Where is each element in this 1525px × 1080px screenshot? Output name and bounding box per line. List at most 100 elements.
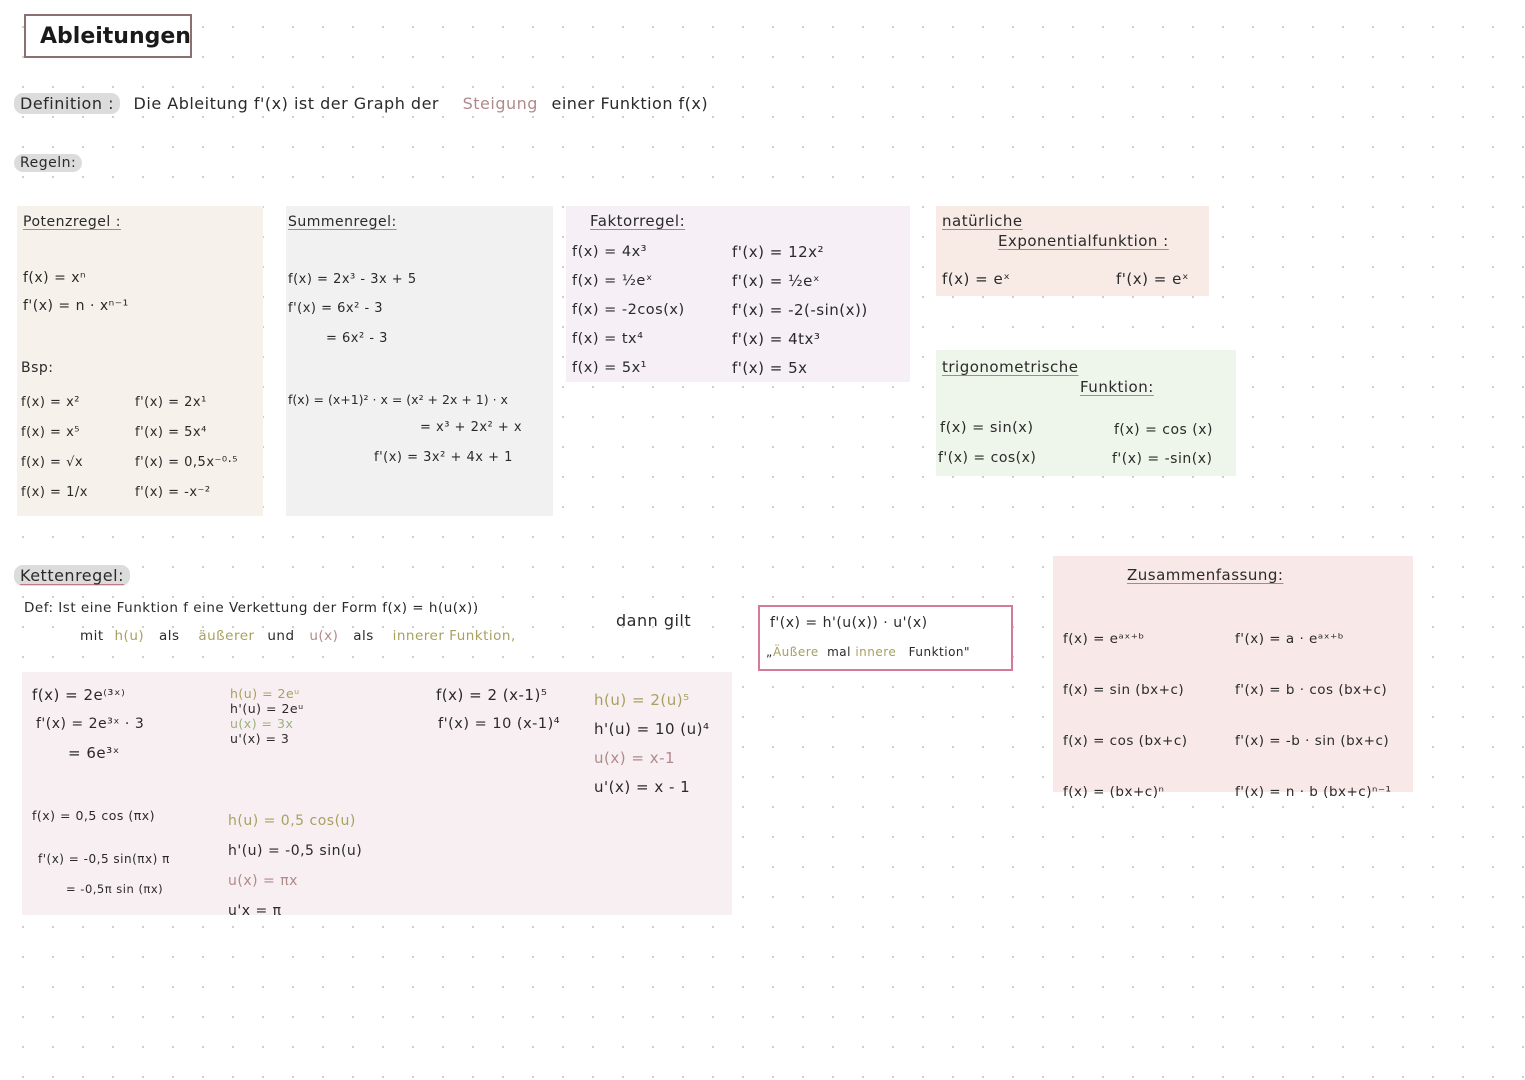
regeln-label-wrap: Regeln: xyxy=(14,154,83,172)
faktor-d: f'(x) = ½eˣ xyxy=(732,272,821,290)
zusammenfassung-box: Zusammenfassung: f(x) = eᵃˣ⁺ᵇ f(x) = sin… xyxy=(1053,556,1413,800)
potenz-rule-f: f(x) = xⁿ xyxy=(23,270,87,286)
faktor-f: f(x) = tx⁴ xyxy=(572,331,644,347)
kette-quote-mal: mal xyxy=(827,645,851,659)
potenz-example-f: f(x) = x² xyxy=(21,395,80,410)
summe-line: f'(x) = 3x² + 4x + 1 xyxy=(374,450,513,465)
exponential-box: natürliche Exponentialfunktion : f(x) = … xyxy=(936,206,1209,296)
ex1-h: h(u) = 2eᵘ xyxy=(230,686,300,701)
trig-heading2: Funktion: xyxy=(1080,378,1154,396)
trig-d2: f'(x) = -sin(x) xyxy=(1112,451,1213,467)
summenregel-heading: Summenregel: xyxy=(288,214,397,230)
zusammen-f: f(x) = cos (bx+c) xyxy=(1063,733,1188,749)
potenz-bsp-label: Bsp: xyxy=(21,360,54,376)
trig-box: trigonometrische Funktion: f(x) = sin(x)… xyxy=(936,350,1236,476)
faktor-f: f(x) = ½eˣ xyxy=(572,273,653,289)
faktor-d: f'(x) = 4tx³ xyxy=(732,330,821,348)
kette-def-line2: mit h(u) als äußerer und u(x) als innere… xyxy=(80,628,516,644)
ex3-f: f(x) = 0,5 cos (πx) xyxy=(32,808,156,823)
potenz-rule-d: f'(x) = n · xⁿ⁻¹ xyxy=(23,298,129,314)
kette-formula-frame: f'(x) = h'(u(x)) · u'(x) „Äußere mal inn… xyxy=(758,605,1013,671)
ex1-helpers: h(u) = 2eᵘ h'(u) = 2eᵘ u(x) = 3x u'(x) =… xyxy=(230,686,304,746)
kettenregel-heading-wrap: Kettenregel: xyxy=(14,565,130,586)
definition-text-b: einer Funktion f(x) xyxy=(551,94,709,113)
title-box: Ableitungen xyxy=(24,14,192,58)
page-title: Ableitungen xyxy=(40,24,191,49)
definition-line: Definition : Die Ableitung f'(x) ist der… xyxy=(14,93,709,114)
zusammen-d: f'(x) = a · eᵃˣ⁺ᵇ xyxy=(1235,631,1345,647)
kette-quote-aeussere: Äußere xyxy=(772,645,819,659)
ex2-h: h(u) = 2(u)⁵ xyxy=(594,691,690,709)
ex1-hd: h'(u) = 2eᵘ xyxy=(230,701,304,716)
kette-def-als1: als xyxy=(158,628,180,644)
exp-heading2: Exponentialfunktion : xyxy=(998,232,1169,250)
potenz-example-f: f(x) = x⁵ xyxy=(21,425,80,440)
kettenregel-heading: Kettenregel: xyxy=(14,565,130,586)
potenz-examples-f: f(x) = x² f(x) = x⁵ f(x) = √x f(x) = 1/x xyxy=(21,388,88,508)
kette-def-line1: Def: Ist eine Funktion f eine Verkettung… xyxy=(24,600,479,616)
ex3-helpers: h(u) = 0,5 cos(u) h'(u) = -0,5 sin(u) u(… xyxy=(228,806,362,926)
potenz-example-d: f'(x) = 0,5x⁻⁰·⁵ xyxy=(135,455,238,470)
ex1-d: f'(x) = 2e³ˣ · 3 xyxy=(36,716,145,732)
faktor-f-column: f(x) = 4x³ f(x) = ½eˣ f(x) = -2cos(x) f(… xyxy=(572,238,685,383)
ex3-ud: u'x = π xyxy=(228,903,282,919)
faktor-d: f'(x) = 5x xyxy=(732,359,808,377)
faktor-d-column: f'(x) = 12x² f'(x) = ½eˣ f'(x) = -2(-sin… xyxy=(732,238,868,383)
kette-def-als2: als xyxy=(353,628,374,644)
ex3-hd: h'(u) = -0,5 sin(u) xyxy=(228,843,363,859)
kette-def-aeusserer: äußerer xyxy=(198,628,255,644)
ex2-helpers: h(u) = 2(u)⁵ h'(u) = 10 (u)⁴ u(x) = x-1 … xyxy=(594,686,710,802)
trig-f1: f(x) = sin(x) xyxy=(940,420,1034,436)
potenzregel-heading: Potenzregel : xyxy=(23,214,121,230)
definition-label: Definition : xyxy=(14,93,120,114)
kette-def-mit: mit xyxy=(80,628,104,644)
definition-highlight: Steigung xyxy=(462,94,538,113)
ex3-u: u(x) = πx xyxy=(228,873,298,889)
potenzregel-box: Potenzregel : f(x) = xⁿ f'(x) = n · xⁿ⁻¹… xyxy=(17,206,263,516)
faktorregel-heading: Faktorregel: xyxy=(590,212,686,230)
faktor-f: f(x) = 5x¹ xyxy=(572,360,647,376)
potenz-example-d: f'(x) = 5x⁴ xyxy=(135,425,207,440)
zusammen-heading: Zusammenfassung: xyxy=(1127,566,1284,584)
exp-d: f'(x) = eˣ xyxy=(1116,270,1189,288)
zusammen-d-column: f'(x) = a · eᵃˣ⁺ᵇ f'(x) = b · cos (bx+c)… xyxy=(1235,614,1391,818)
kette-def-hu: h(u) xyxy=(114,628,145,644)
ex3-r: = -0,5π sin (πx) xyxy=(66,882,164,896)
exp-heading1: natürliche xyxy=(942,212,1023,230)
zusammen-d: f'(x) = n · b (bx+c)ⁿ⁻¹ xyxy=(1235,784,1392,800)
summe-line: f(x) = 2x³ - 3x + 5 xyxy=(288,272,417,287)
definition-text-a: Die Ableitung f'(x) ist der Graph der xyxy=(133,94,439,113)
ex3-h: h(u) = 0,5 cos(u) xyxy=(228,813,356,829)
ex2-ud: u'(x) = x - 1 xyxy=(594,778,691,796)
ex1-r: = 6e³ˣ xyxy=(68,744,120,762)
kette-quote-innere: innere xyxy=(855,645,897,659)
potenz-example-d: f'(x) = 2x¹ xyxy=(135,395,207,410)
regeln-label: Regeln: xyxy=(14,154,83,172)
summenregel-box: Summenregel: f(x) = 2x³ - 3x + 5 f'(x) =… xyxy=(286,206,553,516)
ex1-ud: u'(x) = 3 xyxy=(230,731,290,746)
zusammen-f: f(x) = (bx+c)ⁿ xyxy=(1063,784,1165,800)
kette-def-und: und xyxy=(267,628,295,644)
potenz-examples-d: f'(x) = 2x¹ f'(x) = 5x⁴ f'(x) = 0,5x⁻⁰·⁵… xyxy=(135,388,238,508)
faktor-f: f(x) = -2cos(x) xyxy=(572,302,685,318)
summe-line: f'(x) = 6x² - 3 xyxy=(288,301,384,316)
summe-line: = 6x² - 3 xyxy=(326,331,388,346)
zusammen-f: f(x) = sin (bx+c) xyxy=(1063,682,1185,698)
exp-f: f(x) = eˣ xyxy=(942,270,1011,288)
zusammen-d: f'(x) = b · cos (bx+c) xyxy=(1235,682,1388,698)
ex2-u: u(x) = x-1 xyxy=(594,749,676,767)
faktor-d: f'(x) = 12x² xyxy=(732,243,825,261)
kette-quote-funktion: Funktion" xyxy=(908,645,971,659)
summe-line: = x³ + 2x² + x xyxy=(420,420,523,435)
zusammen-f-column: f(x) = eᵃˣ⁺ᵇ f(x) = sin (bx+c) f(x) = co… xyxy=(1063,614,1188,818)
ex2-d: f'(x) = 10 (x-1)⁴ xyxy=(438,716,561,732)
zusammen-f: f(x) = eᵃˣ⁺ᵇ xyxy=(1063,631,1145,647)
zusammen-d: f'(x) = -b · sin (bx+c) xyxy=(1235,733,1390,749)
trig-d1: f'(x) = cos(x) xyxy=(938,450,1037,466)
potenz-example-f: f(x) = 1/x xyxy=(21,485,88,500)
faktor-d: f'(x) = -2(-sin(x)) xyxy=(732,301,868,319)
potenz-example-d: f'(x) = -x⁻² xyxy=(135,485,211,500)
trig-f2: f(x) = cos (x) xyxy=(1114,422,1213,438)
ex3-d: f'(x) = -0,5 sin(πx) π xyxy=(38,852,170,866)
faktorregel-box: Faktorregel: f(x) = 4x³ f(x) = ½eˣ f(x) … xyxy=(566,206,910,382)
